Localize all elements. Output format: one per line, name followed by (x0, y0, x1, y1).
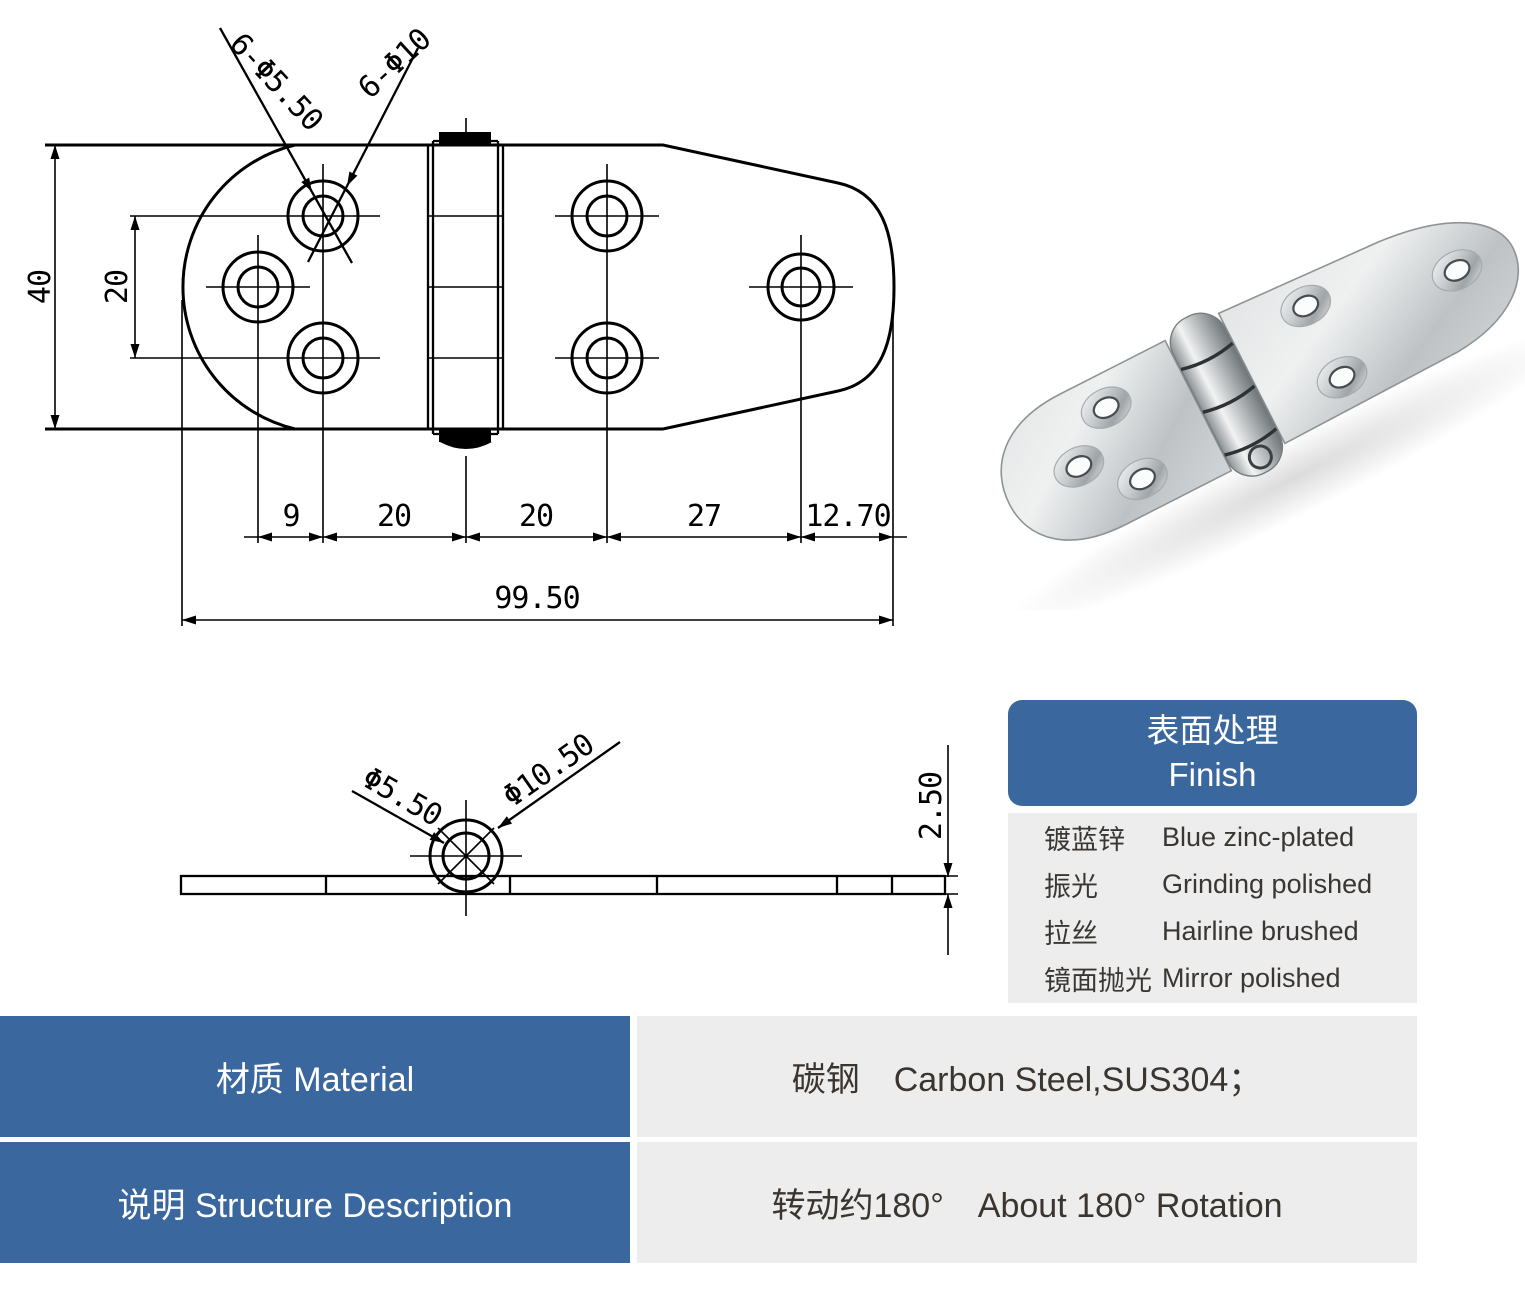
finish-row: 拉丝 Hairline brushed (1008, 908, 1417, 955)
svg-text:99.50: 99.50 (494, 581, 579, 616)
finish-option-en: Hairline brushed (1162, 916, 1359, 946)
finish-table-body: 镀蓝锌 Blue zinc-plated 振光 Grinding polishe… (1008, 813, 1417, 1003)
technical-drawing: 6-Φ5.50 6-Φ10 40 20 (23, 22, 958, 955)
svg-text:20: 20 (377, 499, 411, 534)
mounting-holes-plan (206, 179, 853, 395)
photo-holes (1053, 249, 1483, 501)
svg-text:20: 20 (100, 270, 135, 304)
finish-table: 表面处理 Finish 镀蓝锌 Blue zinc-plated 振光 Grin… (1008, 700, 1417, 1003)
photo-left-leaf (1000, 339, 1233, 541)
svg-text:40: 40 (23, 270, 58, 304)
structure-value-cell: 转动约180° About 180° Rotation (637, 1142, 1417, 1263)
svg-text:20: 20 (519, 499, 553, 534)
plan-view-drawing: 6-Φ5.50 6-Φ10 40 20 (23, 22, 907, 626)
photo-pin-end (1247, 444, 1273, 470)
structure-label-cell: 说明 Structure Description (0, 1142, 630, 1263)
side-callout-pin: Φ5.50 (351, 761, 447, 845)
finish-option-en: Blue zinc-plated (1162, 822, 1355, 852)
finish-row: 镜面抛光 Mirror polished (1008, 955, 1417, 1002)
dim-hole-spacing-20: 20 (100, 215, 380, 359)
finish-option-zh: 镀蓝锌 (1044, 825, 1125, 855)
svg-text:27: 27 (687, 499, 721, 534)
photo-shadow (1006, 329, 1525, 610)
dim-thickness-2-50: 2.50 (914, 745, 958, 955)
finish-option-zh: 拉丝 (1044, 919, 1098, 949)
hole-callouts: 6-Φ5.50 6-Φ10 (218, 22, 438, 264)
svg-text:12.70: 12.70 (805, 499, 890, 534)
finish-option-zh: 镜面抛光 (1044, 966, 1152, 996)
finish-option-en: Grinding polished (1162, 869, 1373, 899)
finish-option-zh: 振光 (1044, 872, 1098, 902)
hinge-knuckle-plan (426, 118, 505, 543)
svg-text:Φ5.50: Φ5.50 (356, 761, 447, 834)
label-small-holes: 6-Φ5.50 (222, 27, 329, 138)
finish-row: 振光 Grinding polished (1008, 861, 1417, 908)
finish-option-en: Mirror polished (1162, 963, 1341, 993)
finish-row: 镀蓝锌 Blue zinc-plated (1008, 814, 1417, 861)
finish-title-en: Finish (1168, 756, 1257, 793)
knuckle-section-circle (410, 800, 522, 916)
photo-knuckle (1169, 312, 1284, 477)
side-callout-knuckle: Φ10.50 (497, 727, 621, 829)
svg-text:2.50: 2.50 (914, 772, 949, 840)
material-value-cell: 碳钢 Carbon Steel,SUS304； (637, 1016, 1417, 1137)
product-photo (1000, 221, 1525, 610)
finish-table-header: 表面处理 Finish (1008, 700, 1417, 806)
dim-hole-positions: 9 20 20 27 12.70 (244, 499, 907, 542)
svg-text:9: 9 (282, 499, 299, 534)
finish-title-zh: 表面处理 (1146, 712, 1279, 750)
material-label-cell: 材质 Material (0, 1016, 630, 1137)
spec-row-material: 材质 Material 碳钢 Carbon Steel,SUS304； (0, 1016, 1417, 1137)
spec-row-structure: 说明 Structure Description 转动约180° About 1… (0, 1142, 1417, 1263)
side-view-drawing: Φ5.50 Φ10.50 2.50 (179, 727, 958, 955)
dim-total-99-50: 99.50 (182, 581, 893, 625)
svg-text:Φ10.50: Φ10.50 (497, 727, 601, 814)
dim-height-40: 40 (23, 145, 60, 429)
